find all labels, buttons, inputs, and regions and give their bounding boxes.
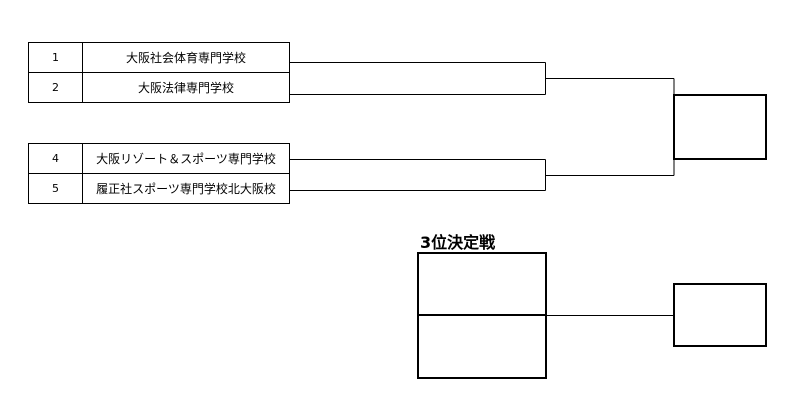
final-result-box	[673, 94, 767, 160]
team-row-seed-2: 2 大阪法律専門学校	[28, 73, 290, 103]
team-name: 大阪リゾート＆スポーツ専門学校	[96, 152, 276, 166]
team-name: 大阪法律専門学校	[137, 81, 234, 95]
team-row-seed-5: 5 履正社スポーツ専門学校北大阪校	[28, 174, 290, 204]
seed-number: 4	[29, 144, 83, 173]
third-place-result-box	[673, 283, 767, 347]
team-row-seed-1: 1 大阪社会体育専門学校	[28, 42, 290, 73]
seed-number: 5	[29, 174, 83, 203]
seed-number: 1	[29, 43, 83, 72]
seed-number: 2	[29, 73, 83, 102]
team-name: 大阪社会体育専門学校	[125, 51, 246, 65]
third-place-title: 3位決定戦	[420, 233, 496, 252]
third-place-divider	[417, 314, 547, 316]
team-row-seed-4: 4 大阪リゾート＆スポーツ専門学校	[28, 143, 290, 174]
team-name: 履正社スポーツ専門学校北大阪校	[96, 182, 276, 196]
